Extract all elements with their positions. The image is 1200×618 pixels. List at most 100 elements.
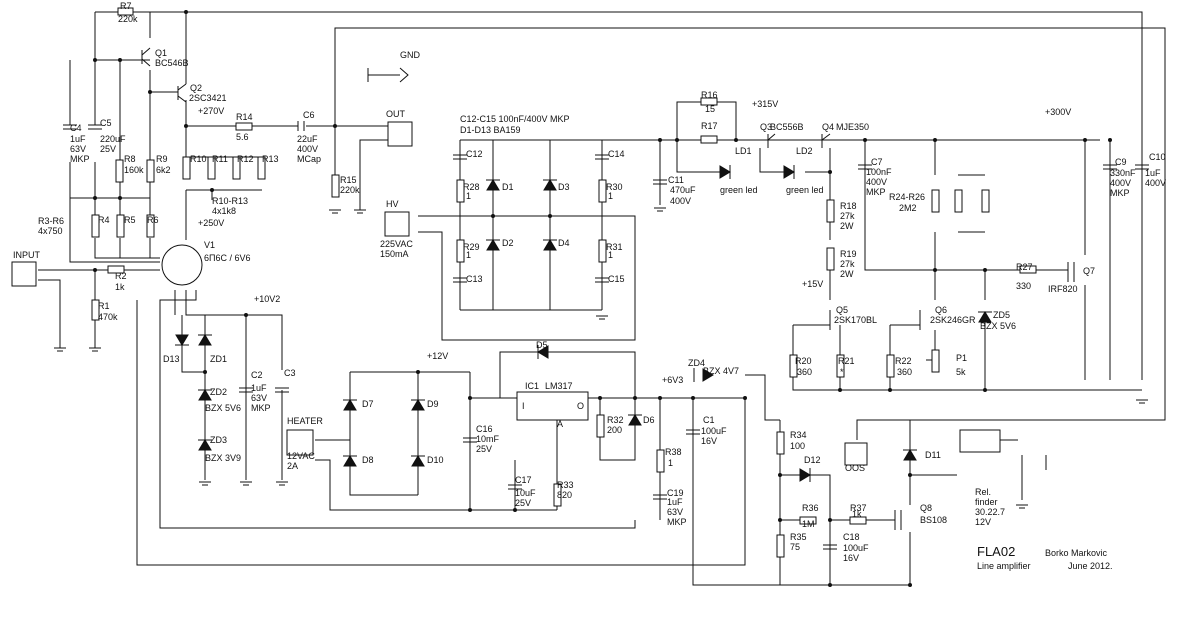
component-label: 400V — [1145, 178, 1166, 188]
component-label: MKP — [667, 517, 687, 527]
component-label: LD1 — [735, 146, 752, 156]
component-label: 400V — [297, 144, 318, 154]
component-label: 25V — [515, 498, 531, 508]
component-label: D13 — [163, 354, 180, 364]
component-label: 1uF — [667, 497, 683, 507]
component-label: D4 — [558, 238, 570, 248]
component-label: D8 — [362, 455, 374, 465]
component-label: +315V — [752, 99, 778, 109]
gnd-arrow-icon — [399, 67, 409, 83]
component-label: D11 — [925, 450, 941, 460]
component-label: C10 — [1149, 152, 1166, 162]
component-label: D5 — [536, 340, 548, 350]
component-label: 360 — [897, 367, 912, 377]
component-label: 100uF — [843, 543, 869, 553]
component-label: ZD1 — [210, 354, 227, 364]
component-label: 470k — [98, 312, 118, 322]
component-label: C12 — [466, 149, 483, 159]
component-label: D9 — [427, 399, 439, 409]
component-label: +6V3 — [662, 375, 683, 385]
component-label: +300V — [1045, 107, 1071, 117]
component-label: 2W — [840, 269, 854, 279]
component-label: 25V — [476, 444, 492, 454]
component-label: C6 — [303, 110, 315, 120]
component-label: 5.6 — [236, 132, 249, 142]
component-label: Rel. — [975, 487, 991, 497]
component-label: green led — [720, 185, 758, 195]
component-label: 5k — [956, 367, 966, 377]
component-label: D6 — [643, 415, 655, 425]
component-label: 1 — [608, 191, 613, 201]
component-label: 75 — [790, 542, 800, 552]
component-label: C13 — [466, 274, 483, 284]
component-label: HEATER — [287, 416, 323, 426]
component-label: MKP — [866, 187, 886, 197]
component-label: IRF820 — [1048, 284, 1078, 294]
component-label: C15 — [608, 274, 625, 284]
component-label: C12-C15 100nF/400V MKP — [460, 114, 570, 124]
component-label: C4 — [70, 123, 82, 133]
component-label: INPUT — [13, 250, 41, 260]
component-label: +12V — [427, 351, 448, 361]
component-label: 1uF — [1145, 168, 1161, 178]
component-label: R3-R6 — [38, 216, 64, 226]
component-label: ZD5 — [993, 310, 1010, 320]
component-label: Q5 — [836, 305, 848, 315]
component-label: Q1 — [155, 48, 167, 58]
wires — [38, 11, 1166, 586]
component-label: D3 — [558, 182, 570, 192]
component-label: 160k — [124, 165, 144, 175]
component-label: 12V — [975, 517, 991, 527]
component-label: R17 — [701, 121, 718, 131]
component-label: A — [557, 419, 563, 429]
component-label: Q7 — [1083, 266, 1095, 276]
component-label: D7 — [362, 399, 374, 409]
component-label: MKP — [1110, 188, 1130, 198]
component-label: HV — [386, 199, 399, 209]
component-label: 27k — [840, 259, 855, 269]
component-label: 2SC3421 — [189, 93, 227, 103]
component-label: 2W — [840, 221, 854, 231]
component-label: D10 — [427, 455, 444, 465]
component-label: V1 — [204, 240, 215, 250]
component-label: 360 — [797, 367, 812, 377]
component-label: 2A — [287, 461, 298, 471]
component-label: I — [522, 401, 525, 411]
component-label: 4x1k8 — [212, 206, 236, 216]
component-label: BZX 5V6 — [205, 403, 241, 413]
title-subtitle: Line amplifier — [977, 561, 1031, 571]
component-label: R28 — [463, 182, 480, 192]
component-label: GND — [400, 50, 421, 60]
component-label: +10V2 — [254, 294, 280, 304]
component-label: LD2 — [796, 146, 813, 156]
component-label: R19 — [840, 249, 857, 259]
component-label: R1 — [98, 301, 110, 311]
component-label: R32 — [607, 415, 624, 425]
component-label: R22 — [895, 356, 912, 366]
label-layer: R7220kQ1BC546BQ22SC3421+270VR145.6C622uF… — [13, 1, 1166, 563]
component-label: 6k2 — [156, 165, 171, 175]
component-label: 1uF — [70, 134, 86, 144]
component-label: R2 — [115, 271, 127, 281]
component-label: 12VAC — [287, 451, 315, 461]
component-label: R21 — [838, 356, 855, 366]
component-label: 2SK170BL — [834, 315, 877, 325]
component-label: 63V — [667, 507, 683, 517]
component-label: finder — [975, 497, 998, 507]
component-label: 16V — [701, 436, 717, 446]
component-label: C14 — [608, 149, 625, 159]
component-label: C3 — [284, 368, 296, 378]
component-label: 1 — [668, 458, 673, 468]
component-label: C19 — [667, 488, 684, 498]
component-label: C7 — [871, 157, 883, 167]
component-label: 220uF — [100, 134, 126, 144]
component-label: R5 — [124, 215, 136, 225]
component-label: LM317 — [545, 381, 573, 391]
component-label: 1 — [466, 250, 471, 260]
components — [11, 7, 1149, 558]
component-label: R34 — [790, 430, 807, 440]
component-label: C9 — [1115, 157, 1127, 167]
component-label: 100 — [790, 441, 805, 451]
component-label: 6П6С / 6V6 — [204, 253, 251, 263]
component-label: P1 — [956, 353, 967, 363]
